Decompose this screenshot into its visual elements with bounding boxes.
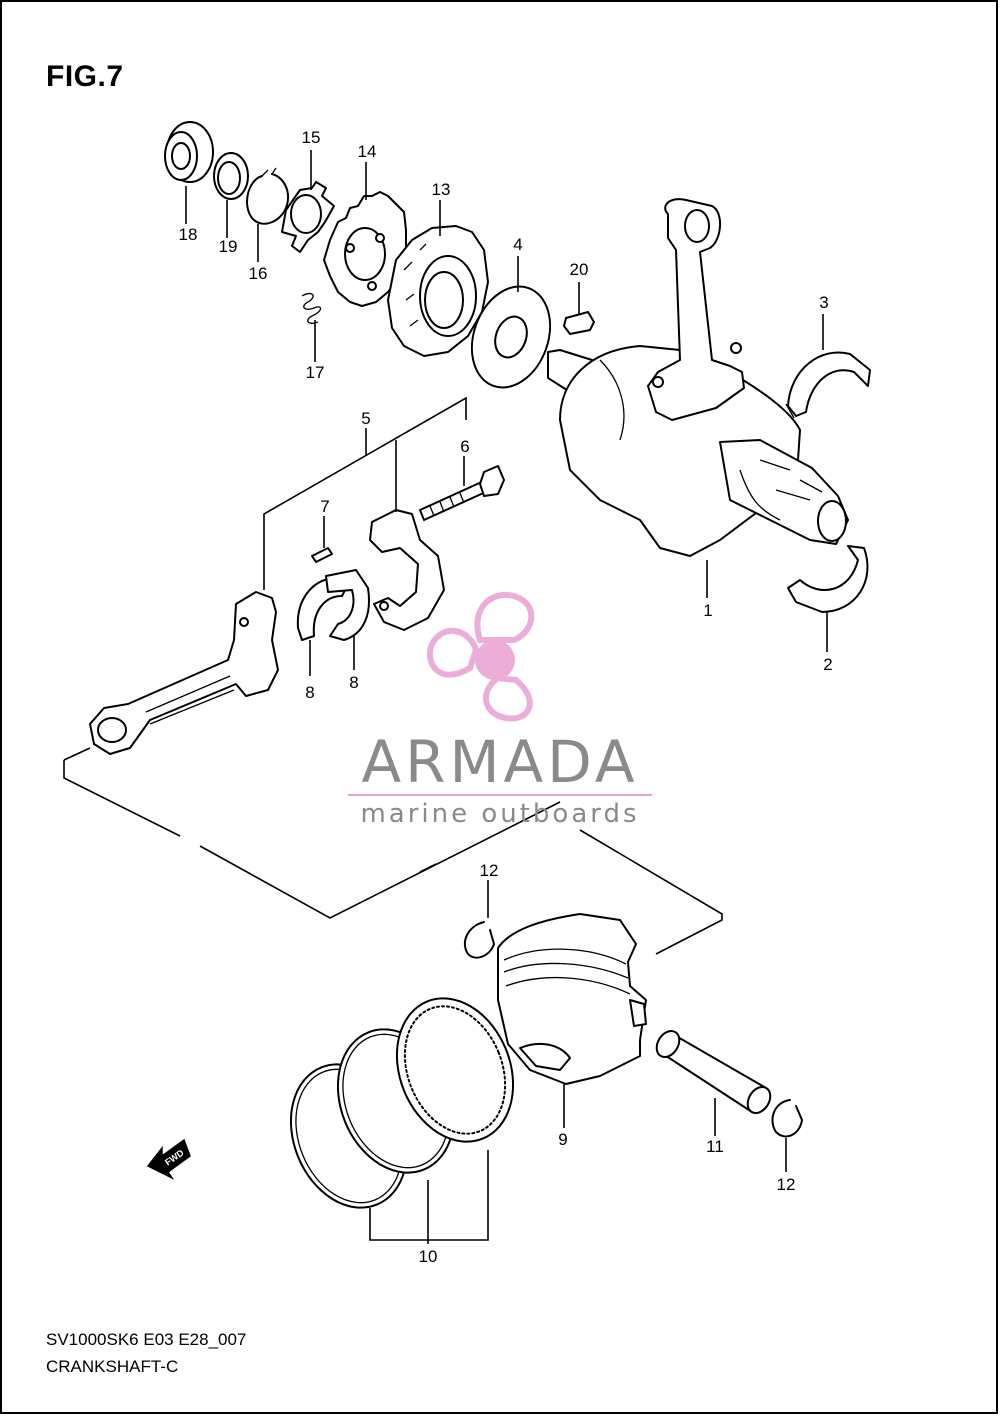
part-7-pin (311, 547, 333, 563)
part-5-rod-cap (369, 509, 445, 631)
part-12-circlip-a (463, 921, 495, 959)
callout-16: 16 (249, 264, 268, 283)
callout-3: 3 (819, 293, 828, 312)
footer-model-code: SV1000SK6 E03 E28_007 (46, 1330, 247, 1349)
part-5-connecting-rod (89, 591, 279, 755)
callout-12b: 12 (777, 1175, 796, 1194)
part-14-gear (323, 191, 407, 307)
watermark-tagline: marine outboards (360, 799, 639, 829)
part-10-piston-rings (289, 997, 515, 1209)
callout-11: 11 (706, 1137, 724, 1156)
callout-18: 18 (179, 225, 198, 244)
callout-7: 7 (320, 497, 329, 516)
part-17-spring (301, 292, 322, 324)
callout-19: 19 (219, 237, 238, 256)
part-9-piston (497, 913, 647, 1085)
part-3-bearing (785, 351, 871, 419)
part-8-bearing-b (325, 569, 370, 641)
assembly-outline (63, 747, 723, 955)
part-15-lock-plate (281, 181, 335, 253)
part-12-circlip-b (771, 1099, 803, 1138)
callout-numbers: 18 19 16 15 14 13 4 20 17 3 5 6 7 1 2 8 … (179, 128, 833, 1266)
part-4-thrust-washer (470, 285, 552, 389)
part-16-circlip (246, 167, 289, 225)
callout-20: 20 (570, 260, 589, 279)
propeller-logo-icon (427, 591, 535, 722)
part-2-bearing (787, 545, 869, 613)
callout-8a: 8 (305, 683, 314, 702)
callout-2: 2 (823, 655, 832, 674)
part-20-key (563, 311, 595, 335)
callout-17: 17 (306, 363, 325, 382)
callout-8b: 8 (349, 673, 358, 692)
callout-5: 5 (361, 409, 370, 428)
callout-4: 4 (513, 235, 522, 254)
callout-15: 15 (302, 128, 321, 147)
footer-section-name: CRANKSHAFT-C (46, 1357, 179, 1376)
callout-9: 9 (558, 1130, 567, 1149)
part-11-piston-pin (655, 1029, 772, 1115)
callout-14: 14 (358, 142, 377, 161)
figure-title: FIG.7 (46, 60, 124, 93)
callout-13: 13 (432, 180, 451, 199)
part-19-washer (213, 152, 249, 200)
part-1-crankshaft (547, 198, 849, 557)
callout-6: 6 (460, 437, 469, 456)
part-18-nut (164, 121, 214, 183)
watermark-brand: ARMADA (361, 728, 638, 796)
part-6-bolt (419, 465, 505, 521)
part-13-gear (387, 225, 489, 357)
callout-12a: 12 (480, 861, 499, 880)
fwd-arrow-icon: FWD (146, 1138, 191, 1180)
callout-10: 10 (419, 1247, 438, 1266)
armada-watermark: ARMADA marine outboards (348, 591, 652, 829)
callout-1: 1 (703, 601, 712, 620)
leader-lines (185, 150, 828, 1244)
